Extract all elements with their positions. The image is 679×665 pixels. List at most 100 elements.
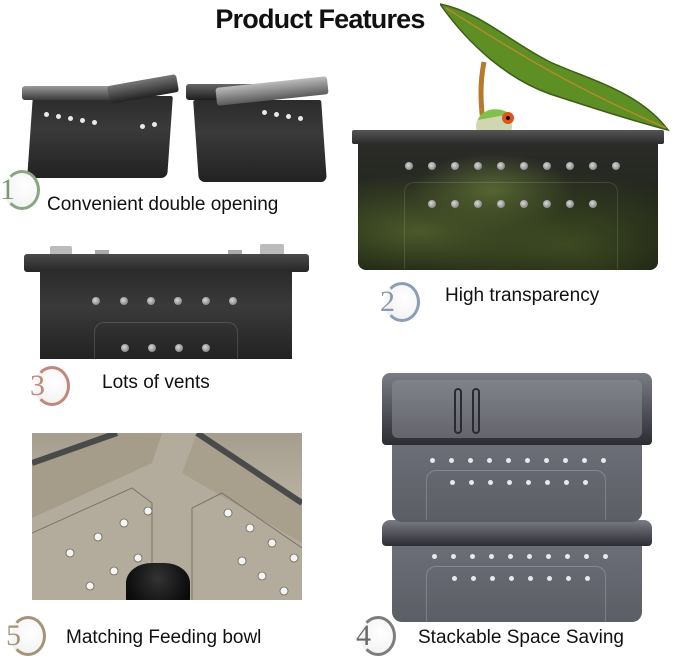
vent (452, 576, 457, 581)
terrarium-lid (352, 130, 664, 144)
vent (543, 200, 551, 208)
feature-label-2: High transparency (445, 285, 600, 306)
clip (50, 246, 72, 256)
vent (508, 554, 513, 559)
feeding-bowl (126, 563, 190, 600)
vent (474, 200, 482, 208)
front-panel (94, 322, 238, 360)
clip (260, 244, 284, 256)
vent (428, 200, 436, 208)
vent (68, 116, 73, 121)
vent (474, 162, 482, 170)
feature-label-5: Matching Feeding bowl (66, 627, 262, 648)
vent (490, 576, 495, 581)
vent (148, 344, 156, 352)
vent (489, 554, 494, 559)
vent (152, 122, 157, 127)
vent (525, 458, 530, 463)
vent (451, 200, 459, 208)
vent (544, 458, 549, 463)
vent (545, 480, 550, 485)
vent (298, 116, 303, 121)
vent (469, 480, 474, 485)
vent (202, 344, 210, 352)
vent (229, 297, 237, 305)
vent (507, 480, 512, 485)
enclosure-bottom (392, 540, 642, 622)
lid-front (24, 254, 309, 272)
lid-closed (22, 86, 114, 100)
feature-label-1: Convenient double opening (47, 194, 279, 215)
clip (95, 250, 109, 256)
lid-handle-left (454, 388, 462, 434)
vent (603, 554, 608, 559)
clip (228, 250, 242, 256)
number-badge-1: 1 (0, 168, 40, 212)
vent (527, 554, 532, 559)
number-badge-5: 5 (6, 614, 46, 658)
vent (612, 162, 620, 170)
vent (80, 118, 85, 123)
vent (274, 112, 279, 117)
front-panel (404, 182, 618, 270)
vent (566, 162, 574, 170)
terrarium-body (358, 140, 658, 270)
vent (449, 458, 454, 463)
vent (528, 576, 533, 581)
vent (44, 112, 49, 117)
vent (121, 344, 129, 352)
vent (470, 554, 475, 559)
lid-window (392, 380, 642, 438)
vent (565, 554, 570, 559)
vent (547, 576, 552, 581)
lid-bottom (382, 520, 652, 546)
number-badge-2: 2 (380, 280, 420, 324)
vent (509, 576, 514, 581)
vent (202, 297, 210, 305)
lid-handle-right (472, 388, 480, 434)
vent (566, 576, 571, 581)
vent (583, 480, 588, 485)
vent (589, 162, 597, 170)
vent (564, 480, 569, 485)
vent (589, 200, 597, 208)
vent (520, 200, 528, 208)
vent (585, 576, 590, 581)
vent (566, 200, 574, 208)
vent (451, 554, 456, 559)
vent (543, 162, 551, 170)
vent (526, 480, 531, 485)
feature-label-3: Lots of vents (102, 372, 210, 393)
page-title: Product Features (215, 4, 425, 34)
feature-5-image (32, 433, 302, 600)
vent (405, 162, 413, 170)
front-panel (426, 566, 606, 622)
vent (92, 120, 97, 125)
front-panel (426, 470, 606, 520)
vent (451, 162, 459, 170)
enclosure-left (27, 96, 173, 178)
vent (487, 458, 492, 463)
vent (497, 200, 505, 208)
vent (497, 162, 505, 170)
vent (147, 297, 155, 305)
enclosure-front (40, 271, 292, 359)
vent (175, 344, 183, 352)
vent (488, 480, 493, 485)
vent (601, 458, 606, 463)
vent (262, 110, 267, 115)
vent (563, 458, 568, 463)
vent (432, 554, 437, 559)
vent (468, 458, 473, 463)
number-badge-4: 4 (356, 614, 396, 658)
vent (584, 554, 589, 559)
enclosure-right (193, 100, 327, 182)
interior-corner (32, 433, 302, 600)
vent (120, 297, 128, 305)
enclosure-top (392, 440, 642, 522)
vent (450, 480, 455, 485)
number-badge-3: 3 (30, 364, 70, 408)
vent (140, 124, 145, 129)
vent (174, 297, 182, 305)
vent (286, 114, 291, 119)
